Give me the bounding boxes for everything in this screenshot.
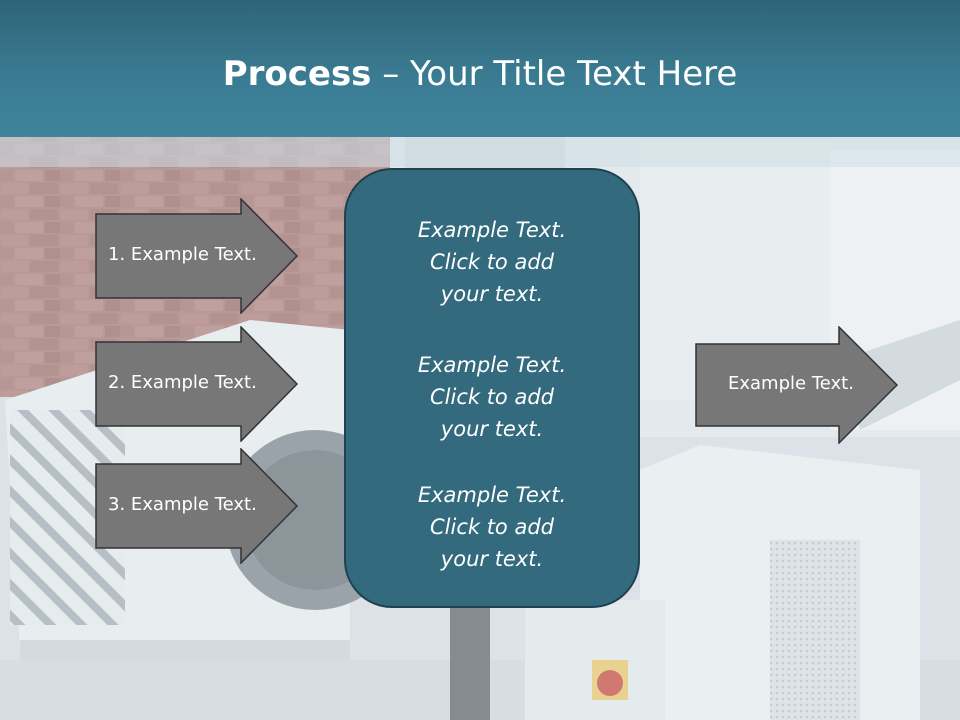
title-bar — [0, 0, 960, 137]
step-label: 1. Example Text. — [108, 244, 257, 265]
arrow-shape-icon — [95, 326, 299, 442]
result-arrow[interactable]: Example Text. — [695, 326, 899, 444]
paragraph-line: Example Text. — [417, 353, 567, 377]
center-paragraph-3: Example Text. Click to add your text. — [346, 479, 638, 575]
slide-title[interactable]: Process – Your Title Text Here — [0, 52, 960, 96]
title-band — [0, 137, 960, 167]
paragraph-line: Click to add — [429, 250, 554, 274]
result-label: Example Text. — [728, 373, 854, 394]
process-step-arrow-2[interactable]: 2. Example Text. — [95, 326, 299, 442]
paragraph-line: your text. — [440, 282, 544, 306]
center-paragraph-1: Example Text. Click to add your text. — [346, 214, 638, 310]
step-label: 2. Example Text. — [108, 372, 257, 393]
center-text-box[interactable]: Example Text. Click to add your text. Ex… — [344, 168, 640, 608]
center-paragraph-2: Example Text. Click to add your text. — [346, 349, 638, 445]
process-step-arrow-1[interactable]: 1. Example Text. — [95, 198, 299, 314]
step-label: 3. Example Text. — [108, 494, 257, 515]
title-bold: Process — [222, 54, 372, 94]
paragraph-line: Click to add — [429, 385, 554, 409]
paragraph-line: Click to add — [429, 515, 554, 539]
paragraph-line: your text. — [440, 417, 544, 441]
paragraph-line: Example Text. — [417, 483, 567, 507]
arrow-shape-icon — [95, 448, 299, 564]
paragraph-line: your text. — [440, 547, 544, 571]
title-rest: – Your Title Text Here — [371, 54, 738, 94]
process-step-arrow-3[interactable]: 3. Example Text. — [95, 448, 299, 564]
arrow-shape-icon — [695, 326, 899, 444]
arrow-shape-icon — [95, 198, 299, 314]
paragraph-line: Example Text. — [417, 218, 567, 242]
